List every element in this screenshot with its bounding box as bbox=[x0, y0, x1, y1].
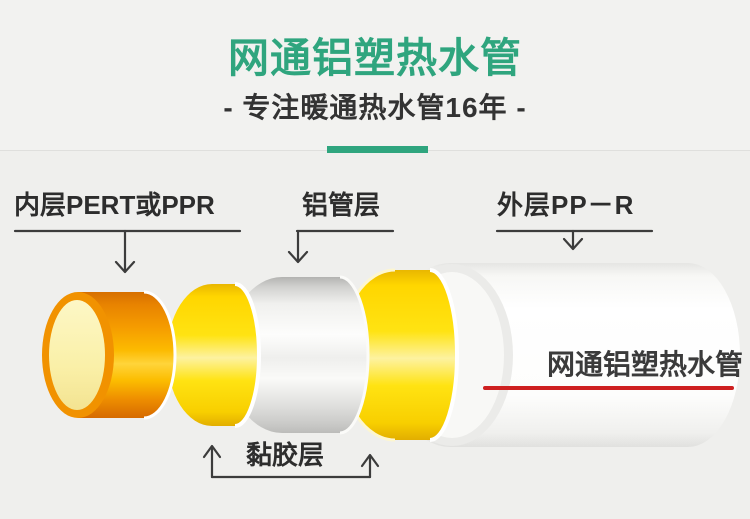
aluminum-layer-pointer-arrow bbox=[287, 229, 395, 264]
page-title: 网通铝塑热水管 bbox=[228, 35, 522, 81]
inner-core-layer bbox=[42, 290, 177, 420]
pipe-brand-underline bbox=[483, 386, 734, 390]
aluminum-layer bbox=[227, 275, 370, 435]
page-subtitle: - 专注暖通热水管16年 - bbox=[223, 92, 527, 123]
outer-layer-pointer-arrow bbox=[495, 229, 654, 251]
label-adhesive-layer: 黏胶层 bbox=[246, 440, 325, 470]
adhesive-layer-pointer-arrows bbox=[202, 444, 380, 479]
header-section bbox=[0, 0, 750, 150]
label-outer-layer: 外层PP－R bbox=[497, 190, 635, 220]
title-accent-bar bbox=[327, 146, 428, 153]
label-aluminum-layer: 铝管层 bbox=[302, 190, 381, 220]
pipe-brand-text: 网通铝塑热水管 bbox=[547, 349, 744, 380]
adhesive-layer-1 bbox=[167, 282, 262, 428]
inner-layer-pointer-arrow bbox=[13, 229, 242, 274]
inner-core-face bbox=[49, 300, 105, 410]
label-inner-layer: 内层PERT或PPR bbox=[14, 190, 215, 220]
